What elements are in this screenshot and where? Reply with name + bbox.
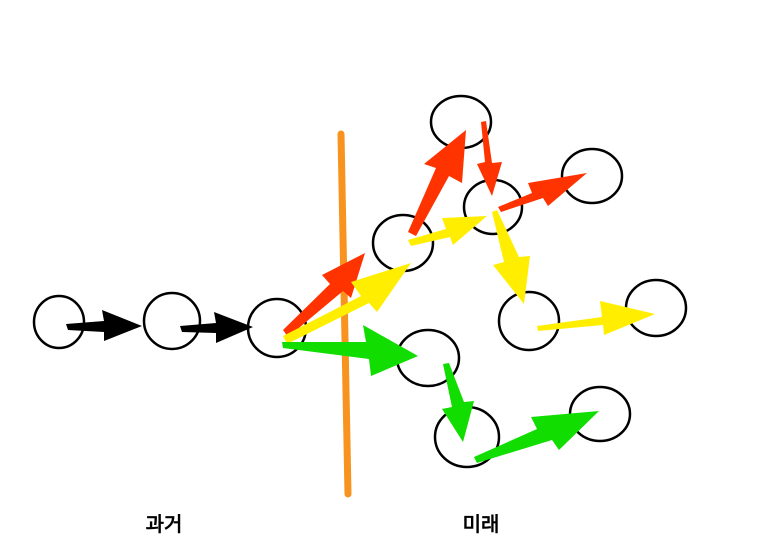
yellow-arrow-2 bbox=[408, 216, 487, 246]
red-arrow-1 bbox=[283, 253, 365, 337]
state-nodes bbox=[32, 94, 688, 469]
node-future-right-mid bbox=[624, 278, 688, 338]
node-future-yellow bbox=[497, 290, 561, 352]
node-past-2 bbox=[142, 291, 202, 351]
red-arrow-2 bbox=[408, 130, 466, 236]
future-label: 미래 bbox=[462, 512, 500, 536]
node-future-right-top bbox=[560, 147, 624, 205]
green-arrow-1 bbox=[282, 325, 418, 376]
yellow-arrow-4 bbox=[537, 301, 655, 335]
past-arrows bbox=[66, 310, 253, 343]
past-label: 과거 bbox=[145, 512, 183, 536]
node-past-1 bbox=[32, 294, 86, 350]
red-arrow-3 bbox=[477, 121, 502, 196]
yellow-arrow-1 bbox=[283, 263, 411, 344]
green-arrow-2 bbox=[442, 363, 474, 442]
red-arrow-4 bbox=[498, 173, 587, 212]
yellow-arrow-3 bbox=[492, 210, 530, 304]
green-branch-arrows bbox=[282, 325, 599, 463]
yellow-branch-arrows bbox=[283, 210, 655, 344]
past-arrow-1 bbox=[66, 310, 142, 341]
green-arrow-3 bbox=[474, 411, 599, 463]
red-branch-arrows bbox=[283, 121, 587, 337]
past-arrow-2 bbox=[180, 312, 253, 343]
